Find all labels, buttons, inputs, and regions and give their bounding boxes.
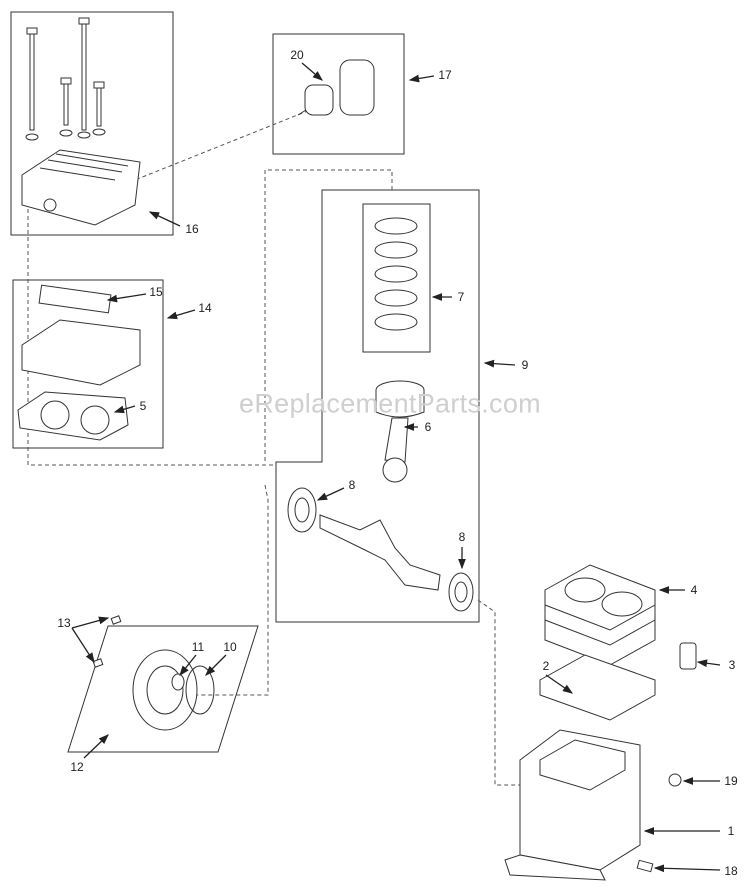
callout-8-bearing-right: 8 <box>458 530 466 544</box>
watermark: eReplacementParts.com <box>239 388 541 419</box>
callout-2: 2 <box>542 659 550 673</box>
callout-20: 20 <box>290 48 304 62</box>
ring-set-box <box>362 203 431 353</box>
crankshaft-group-box <box>275 189 480 623</box>
seal-group-box <box>67 625 259 753</box>
callout-17: 17 <box>438 68 452 82</box>
callout-3: 3 <box>728 658 736 672</box>
head-group-box <box>10 11 174 236</box>
callout-16: 16 <box>185 222 199 236</box>
valve-group-box <box>272 33 405 155</box>
callout-18: 18 <box>724 864 738 878</box>
callout-15: 15 <box>149 285 163 299</box>
callout-7: 7 <box>457 290 465 304</box>
callout-13: 13 <box>57 616 71 630</box>
callout-5: 5 <box>139 399 147 413</box>
callout-4: 4 <box>690 583 698 597</box>
callout-10: 10 <box>223 640 237 654</box>
callout-14: 14 <box>198 301 212 315</box>
callout-8-bearing-left: 8 <box>348 478 356 492</box>
callout-12: 12 <box>70 760 84 774</box>
callout-6: 6 <box>424 420 432 434</box>
callout-1: 1 <box>727 824 735 838</box>
callout-19: 19 <box>724 774 738 788</box>
valve-plate-group-box <box>12 279 164 449</box>
callout-11: 11 <box>191 640 205 654</box>
callout-9: 9 <box>521 358 529 372</box>
